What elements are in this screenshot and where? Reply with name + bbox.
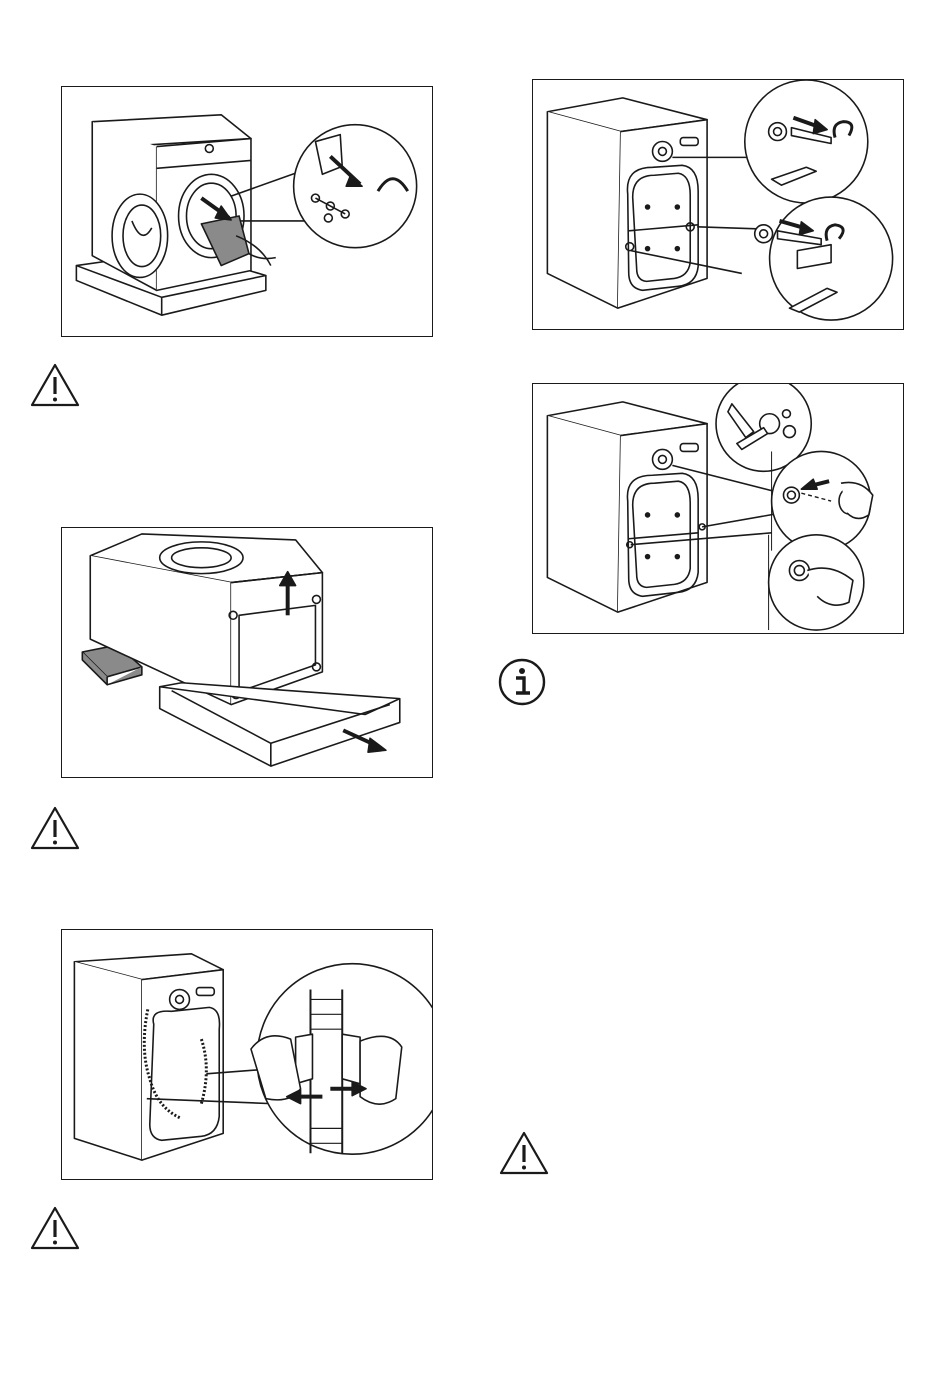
warning-icon [29, 805, 81, 851]
figure-remove-bag-from-drum [61, 86, 433, 337]
figure-release-hose-clips [61, 929, 433, 1180]
figure-remove-transit-bolts [532, 79, 904, 330]
warning-icon [498, 1130, 550, 1176]
figure-lift-machine-off-base [61, 527, 433, 778]
warning-icon [29, 362, 81, 408]
figure-insert-plastic-caps [532, 383, 904, 634]
warning-icon [29, 1205, 81, 1251]
info-icon [497, 657, 547, 707]
